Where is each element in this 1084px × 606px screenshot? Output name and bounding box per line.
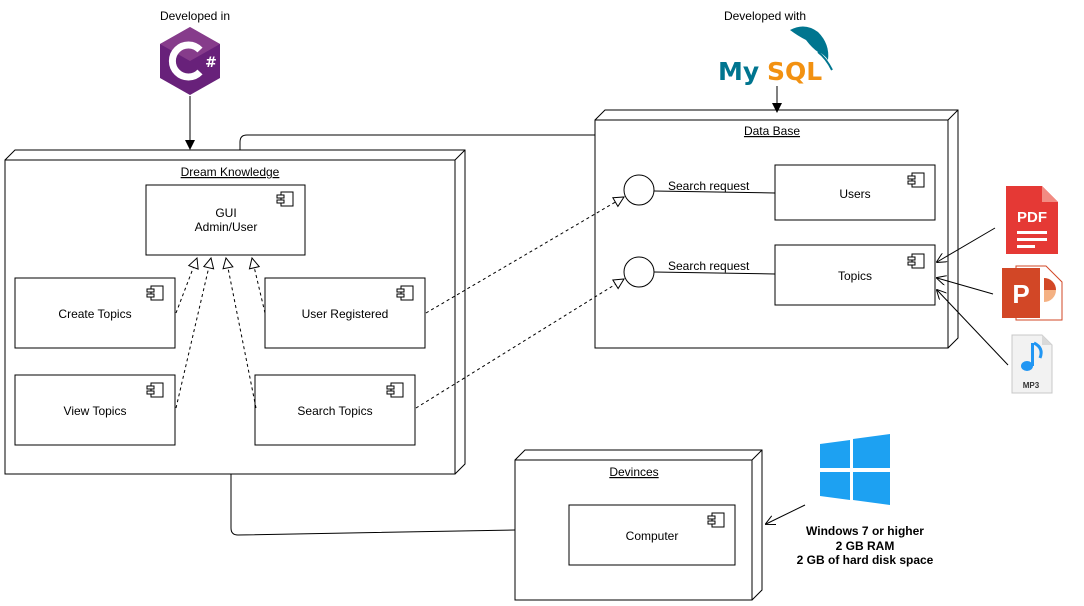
component-users[interactable]: Users — [774, 164, 936, 221]
view-topics-label: View Topics — [64, 404, 127, 418]
developed-in-label: Developed in — [160, 9, 230, 23]
arrow-pdf-to-topics — [937, 227, 996, 262]
mp3-icon-label: MP3 — [1023, 381, 1040, 390]
dependency-view-topics-gui — [175, 258, 211, 409]
interface-search-request-users[interactable]: Search request — [623, 174, 776, 206]
arrow-ppt-to-topics — [937, 278, 994, 295]
arrow-mp3-to-topics — [937, 290, 1009, 366]
csharp-logo-icon: # — [160, 27, 220, 95]
user-registered-label: User Registered — [302, 307, 389, 321]
node-title-data-base: Data Base — [744, 124, 800, 138]
component-gui[interactable]: GUI Admin/User — [145, 184, 306, 256]
topics-label: Topics — [838, 269, 872, 283]
search-topics-label: Search Topics — [297, 404, 372, 418]
developed-with-label: Developed with — [724, 9, 806, 23]
requirement-ram: 2 GB RAM — [836, 539, 895, 553]
node-title-devices: Devinces — [609, 465, 658, 479]
computer-label: Computer — [626, 529, 679, 543]
pdf-file-icon: PDF — [1006, 186, 1058, 254]
interface-label: Search request — [668, 259, 750, 273]
interface-search-request-topics[interactable]: Search request — [623, 256, 776, 288]
dependency-user-registered-search — [425, 197, 624, 314]
component-topics[interactable]: Topics — [774, 244, 936, 306]
arrow-windows-to-devices — [766, 504, 806, 524]
gui-sublabel: Admin/User — [195, 220, 258, 234]
component-search-topics[interactable]: Search Topics — [254, 374, 416, 446]
windows-logo-icon — [820, 434, 890, 505]
connector-dk-db — [239, 134, 596, 150]
component-icon — [276, 191, 294, 207]
component-icon — [146, 382, 164, 398]
users-label: Users — [839, 187, 870, 201]
component-icon — [386, 382, 404, 398]
mysql-logo-icon: My SQL — [718, 26, 833, 86]
requirement-os: Windows 7 or higher — [806, 524, 924, 538]
component-icon — [707, 512, 725, 528]
dependency-search-topics-gui — [226, 258, 257, 409]
component-icon — [907, 253, 925, 269]
component-computer[interactable]: Computer — [568, 504, 736, 566]
mysql-my-text: My — [718, 57, 759, 86]
csharp-sharp-glyph: # — [205, 55, 217, 71]
powerpoint-file-icon: P — [1002, 265, 1063, 321]
component-view-topics[interactable]: View Topics — [14, 374, 176, 446]
dependency-search-topics-search — [415, 279, 624, 409]
pdf-icon-label: PDF — [1017, 209, 1047, 226]
component-create-topics[interactable]: Create Topics — [14, 277, 176, 349]
component-icon — [146, 285, 164, 301]
component-icon — [396, 285, 414, 301]
mysql-sql-text: SQL — [767, 57, 822, 86]
interface-label: Search request — [668, 179, 750, 193]
gui-label: GUI — [215, 206, 236, 220]
mp3-file-icon: MP3 — [1011, 334, 1053, 394]
create-topics-label: Create Topics — [58, 307, 131, 321]
node-title-dream-knowledge: Dream Knowledge — [181, 165, 280, 179]
dependency-create-topics-gui — [175, 258, 197, 314]
requirement-disk: 2 GB of hard disk space — [797, 553, 934, 567]
connector-dk-devices — [230, 474, 516, 536]
ppt-glyph: P — [1012, 279, 1029, 309]
component-icon — [907, 172, 925, 188]
component-user-registered[interactable]: User Registered — [264, 277, 426, 349]
node-data-base[interactable]: Data Base — [594, 109, 959, 349]
